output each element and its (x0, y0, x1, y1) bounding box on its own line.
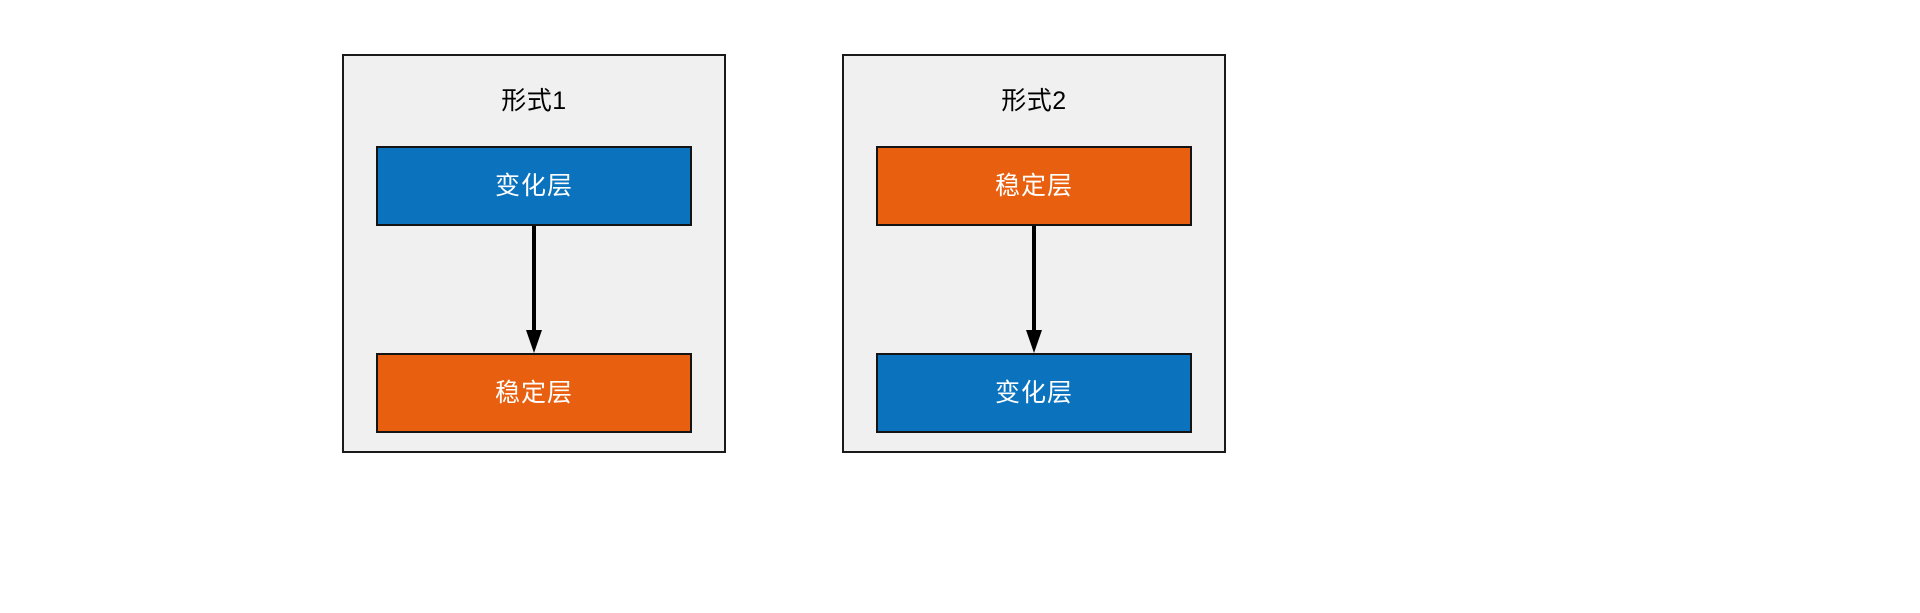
panel-1-top-box-label: 变化层 (494, 172, 573, 200)
panel-1-title: 形式1 (501, 87, 567, 115)
panel-2-arrow-down-icon (1026, 226, 1042, 353)
panel-form-2: 形式2 稳定层 变化层 (842, 54, 1226, 453)
panel-1-bottom-box: 稳定层 (376, 353, 692, 433)
panel-2-title: 形式2 (1001, 87, 1067, 115)
panel-2-top-box: 稳定层 (876, 146, 1192, 226)
panel-2-bottom-box-label: 变化层 (994, 379, 1073, 407)
panel-form-1: 形式1 变化层 稳定层 (342, 54, 726, 453)
panel-2-bottom-box: 变化层 (876, 353, 1192, 433)
panel-1-top-box: 变化层 (376, 146, 692, 226)
panel-1-bottom-box-label: 稳定层 (494, 379, 573, 407)
panel-2-top-box-label: 稳定层 (994, 172, 1073, 200)
panel-1-arrow-down-icon (526, 226, 542, 353)
